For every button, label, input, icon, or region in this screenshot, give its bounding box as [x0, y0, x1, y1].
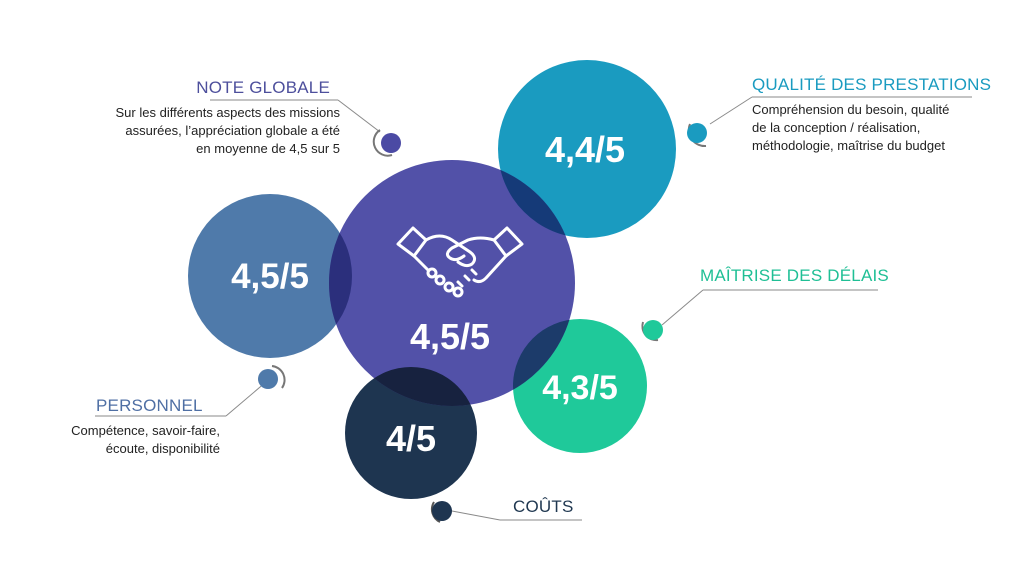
connector-qualite [687, 96, 972, 148]
personnel-circle [188, 194, 352, 358]
qualite-block: QUALITÉ DES PRESTATIONS Compréhension du… [752, 75, 992, 155]
connector-couts [430, 501, 582, 523]
delais-title: MAÎTRISE DES DÉLAIS [700, 266, 889, 285]
handshake-icon [396, 226, 524, 298]
note-globale-desc: Sur les différents aspects des missions … [115, 105, 340, 156]
connector-personnel [95, 365, 286, 417]
connector-note-globale [210, 99, 401, 157]
delais-block: MAÎTRISE DES DÉLAIS [700, 266, 900, 292]
personnel-block: PERSONNEL Compétence, savoir-faire, écou… [30, 396, 220, 458]
couts-dot [432, 501, 452, 521]
qualite-score: 4,4/5 [545, 129, 625, 170]
couts-title: COÛTS [513, 497, 574, 516]
qualite-title: QUALITÉ DES PRESTATIONS [752, 75, 992, 94]
note-globale-block: NOTE GLOBALE Sur les différents aspects … [90, 78, 340, 158]
qualite-desc: Compréhension du besoin, qualité de la c… [752, 102, 950, 153]
personnel-score: 4,5/5 [231, 257, 309, 296]
delais-dot [643, 320, 663, 340]
delais-score: 4,3/5 [542, 369, 618, 407]
center-score: 4,5/5 [410, 316, 490, 357]
personnel-desc: Compétence, savoir-faire, écoute, dispon… [71, 423, 220, 456]
personnel-title: PERSONNEL [96, 396, 203, 415]
qualite-circle [498, 60, 676, 238]
connector-delais [641, 289, 878, 342]
couts-score: 4/5 [386, 418, 436, 459]
qualite-dot [687, 123, 707, 143]
note-globale-title: NOTE GLOBALE [196, 78, 330, 97]
personnel-dot [258, 369, 278, 389]
couts-block: COÛTS [513, 497, 593, 523]
note-globale-dot [381, 133, 401, 153]
